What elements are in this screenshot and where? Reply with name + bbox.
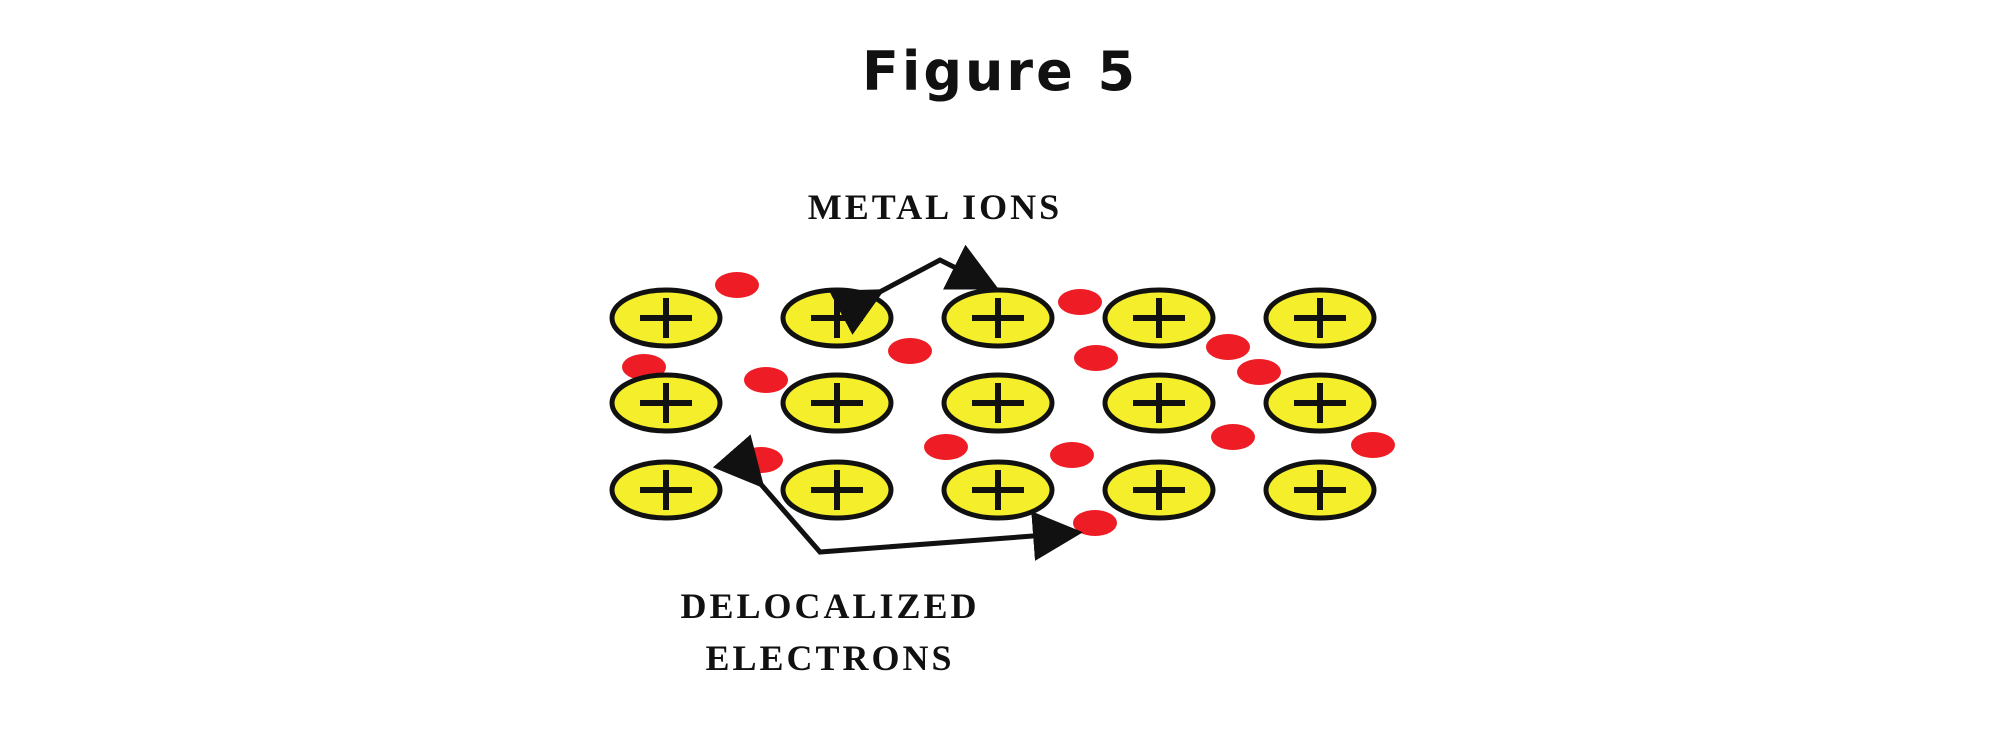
metal-ion xyxy=(941,459,1055,521)
metal-ion xyxy=(609,287,723,349)
electron xyxy=(1351,432,1395,458)
plus-charge-icon xyxy=(1294,383,1346,423)
plus-charge-icon xyxy=(640,383,692,423)
electron xyxy=(1074,345,1118,371)
metal-ion xyxy=(780,287,894,349)
metal-ion xyxy=(941,287,1055,349)
figure-title: Figure 5 xyxy=(861,40,1139,103)
electron xyxy=(1058,289,1102,315)
delocalized-electrons-label: DELOCALIZED ELECTRONS xyxy=(660,580,1000,684)
metal-ion xyxy=(1263,287,1377,349)
plus-charge-icon xyxy=(811,383,863,423)
metal-ion xyxy=(780,372,894,434)
metal-ion xyxy=(609,459,723,521)
pointer-arrows-group xyxy=(712,244,1083,561)
metal-ions-group xyxy=(609,287,1377,521)
metal-ion xyxy=(609,372,723,434)
delocalized-label-line1: DELOCALIZED xyxy=(680,586,980,626)
delocalized-label-line2: ELECTRONS xyxy=(705,638,955,678)
electron xyxy=(1237,359,1281,385)
plus-charge-icon xyxy=(972,383,1024,423)
plus-charge-icon xyxy=(1133,470,1185,510)
metal-ions-arrow xyxy=(828,244,999,335)
electron xyxy=(888,338,932,364)
electron xyxy=(1206,334,1250,360)
delocalized-electrons-arrow xyxy=(712,434,1083,561)
electron xyxy=(1211,424,1255,450)
plus-charge-icon xyxy=(1133,298,1185,338)
metal-ion xyxy=(1263,459,1377,521)
metal-ion xyxy=(1263,372,1377,434)
plus-charge-icon xyxy=(640,470,692,510)
electron xyxy=(1073,510,1117,536)
metal-ion xyxy=(780,459,894,521)
metal-ions-label: METAL IONS xyxy=(807,187,1063,227)
plus-charge-icon xyxy=(1133,383,1185,423)
electron xyxy=(715,272,759,298)
metal-ion xyxy=(1102,459,1216,521)
metal-ion xyxy=(941,372,1055,434)
plus-charge-icon xyxy=(1294,298,1346,338)
electron xyxy=(924,434,968,460)
electron xyxy=(744,367,788,393)
plus-charge-icon xyxy=(1294,470,1346,510)
metal-ion xyxy=(1102,372,1216,434)
plus-charge-icon xyxy=(640,298,692,338)
electron xyxy=(739,447,783,473)
electron xyxy=(1050,442,1094,468)
metal-ion xyxy=(1102,287,1216,349)
